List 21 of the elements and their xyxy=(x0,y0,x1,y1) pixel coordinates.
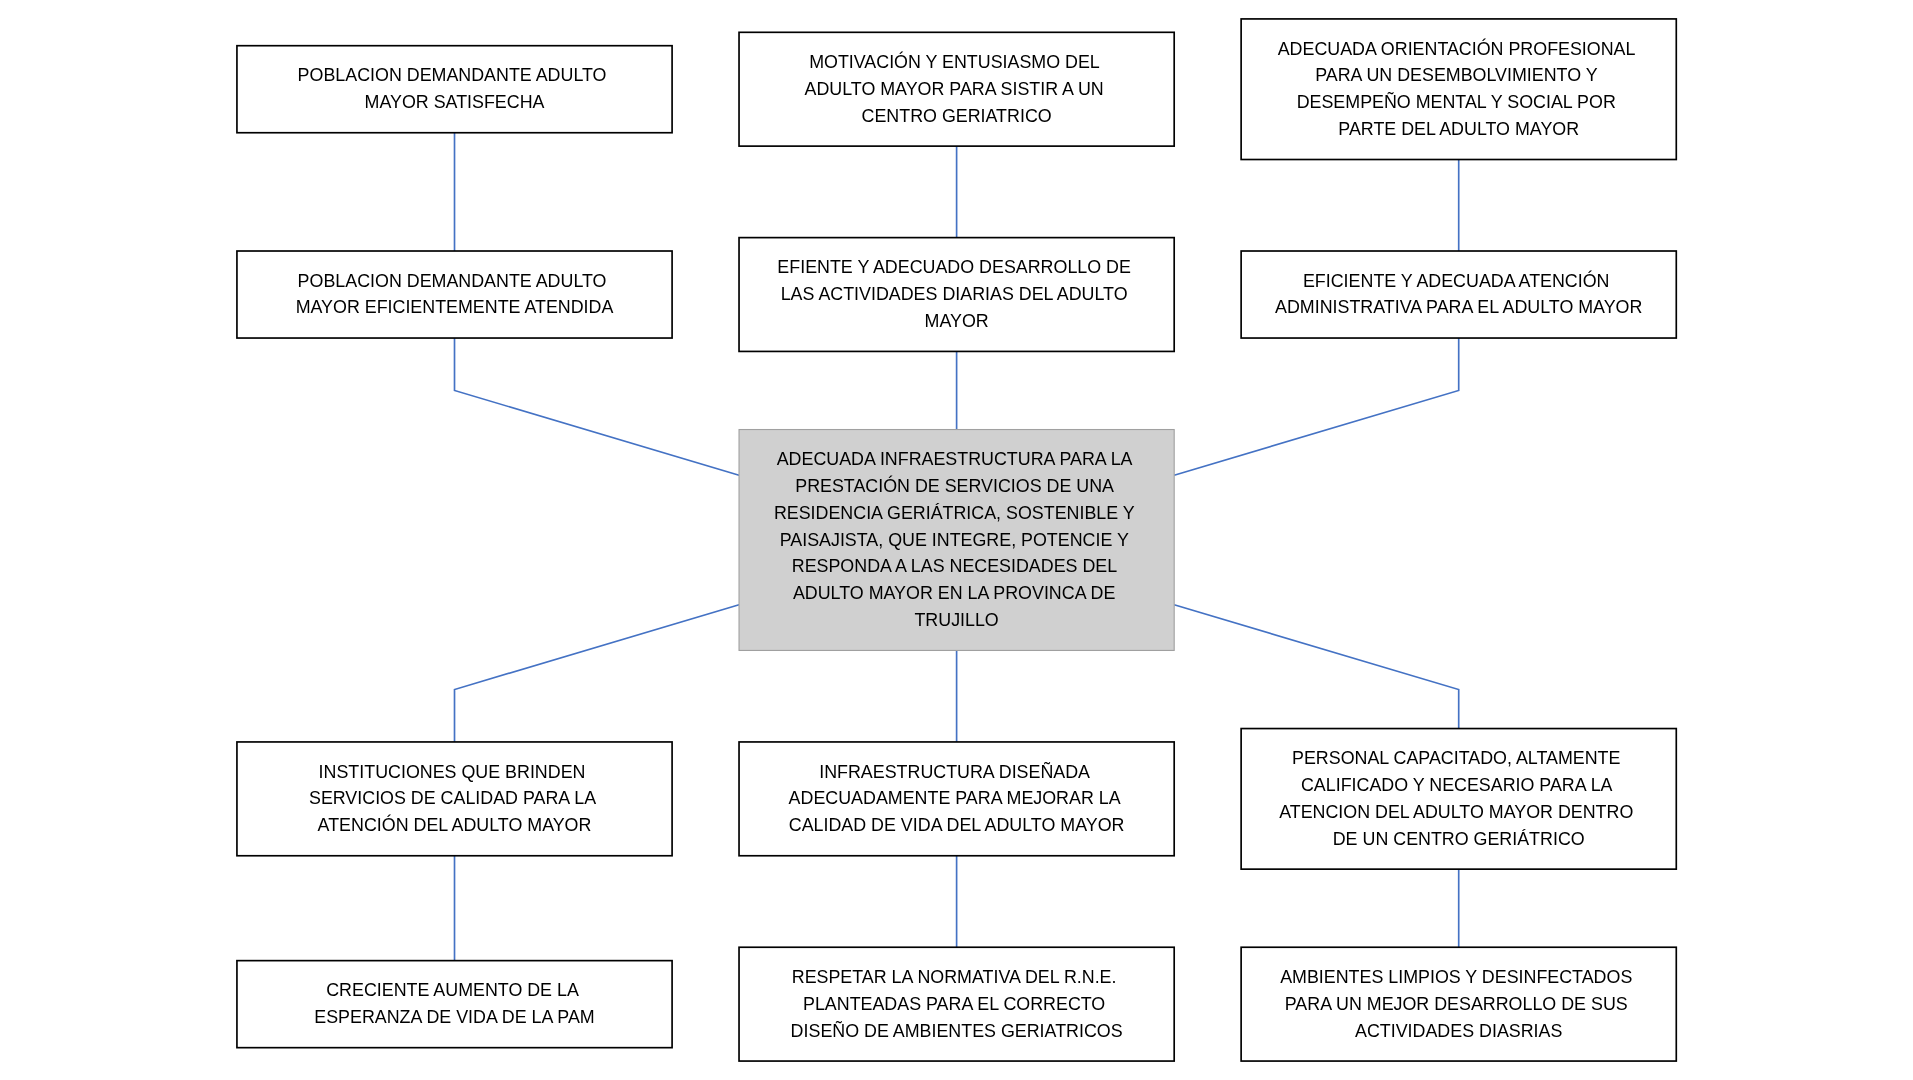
node-box: INFRAESTRUCTURA DISEÑADA ADECUADAMENTE PARA MEJORAR LA CALIDAD DE VIDA DEL ADULTO MAYOR xyxy=(738,741,1175,857)
node-box: POBLACION DEMANDANTE ADULTO MAYOR SATISFECHA xyxy=(236,44,673,134)
node-box: CRECIENTE AUMENTO DE LA ESPERANZA DE VIDA DE LA PAM xyxy=(236,959,673,1049)
connector xyxy=(453,854,456,962)
node-box: ADECUADA INFRAESTRUCTURA PARA LA PRESTACIÓN DE SERVICIOS DE UNA RESIDENCIA GERIÁTRICA, SOSTENIBLE Y PAISAJISTA, QUE INTEGRE, POTENCIE Y RESPONDA A LAS NECESIDADES DEL ADULTO MAYOR EN LA PROVINCA DE TRUJILLO xyxy=(738,428,1175,651)
node-box: AMBIENTES LIMPIOS Y DESINFECTADOS PARA UN MEJOR DESARROLLO DE SUS ACTIVIDADES DIASRIAS xyxy=(1240,946,1677,1062)
connector xyxy=(955,649,958,743)
node-box: POBLACION DEMANDANTE ADULTO MAYOR EFICIENTEMENTE ATENDIDA xyxy=(236,250,673,339)
connector xyxy=(1457,158,1460,252)
node-box: INSTITUCIONES QUE BRINDEN SERVICIOS DE CALIDAD PARA LA ATENCIÓN DEL ADULTO MAYOR xyxy=(236,741,673,857)
node-box: ADECUADA ORIENTACIÓN PROFESIONAL PARA UN DESEMBOLVIMIENTO Y DESEMPEÑO MENTAL Y SOCIAL POR PARTE DEL ADULTO MAYOR xyxy=(1240,18,1677,161)
node-box: RESPETAR LA NORMATIVA DEL R.N.E. PLANTEADAS PARA EL CORRECTO DISEÑO DE AMBIENTES GERIATRICOS xyxy=(738,946,1175,1062)
node-box: PERSONAL CAPACITADO, ALTAMENTE CALIFICADO Y NECESARIO PARA LA ATENCION DEL ADULTO MAYOR DENTRO DE UN CENTRO GERIÁTRICO xyxy=(1240,727,1677,870)
connector xyxy=(955,145,958,239)
connector xyxy=(955,350,958,431)
node-box: MOTIVACIÓN Y ENTUSIASMO DEL ADULTO MAYOR PARA SISTIR A UN CENTRO GERIATRICO xyxy=(738,31,1175,147)
connector xyxy=(955,854,958,949)
connector xyxy=(1457,868,1460,949)
node-box: EFICIENTE Y ADECUADA ATENCIÓN ADMINISTRATIVA PARA EL ADULTO MAYOR xyxy=(1240,250,1677,339)
node-box: EFIENTE Y ADECUADO DESARROLLO DE LAS ACTIVIDADES DIARIAS DEL ADULTO MAYOR xyxy=(738,236,1175,353)
connector xyxy=(453,131,456,252)
